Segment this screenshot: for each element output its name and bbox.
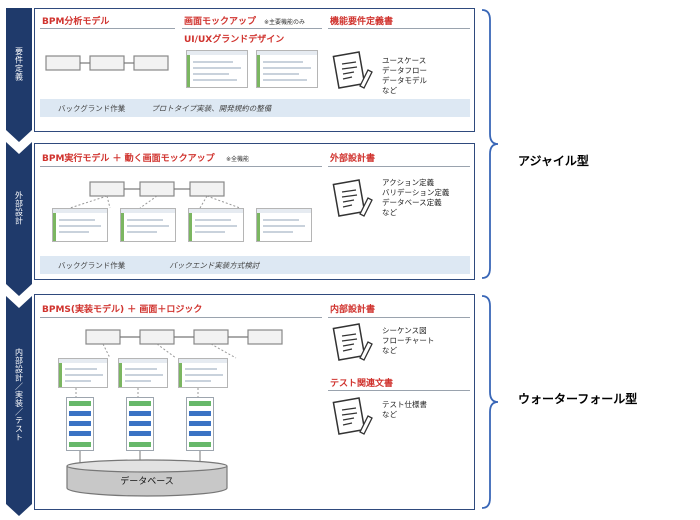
rule [40,28,175,29]
screen-thumbnail [118,358,168,388]
logic-flow-thumbnail [126,397,154,451]
bpm-node [189,181,225,197]
section-title-internal-design: 内部設計書 [330,305,376,315]
rule [328,317,470,318]
bpm-node [247,329,283,345]
rule [40,317,322,318]
screen-thumbnail [256,208,312,242]
section-title-functional-req: 機能要件定義書 [330,17,394,27]
phase-arrow-requirements [6,8,32,142]
phase-arrow-external [6,142,32,296]
bpm-analysis-flow [45,55,169,71]
rule [328,390,470,391]
background-work-band-2: バックグランド作業 バックエンド実装方式検討 [40,256,470,274]
section-title-external-design: 外部設計書 [330,154,376,164]
screen-thumbnail [52,208,108,242]
screen-thumbnail [186,50,248,88]
phase-arrow [6,8,32,516]
screen-thumbnail [188,208,244,242]
doc-contents-external-design: アクション定義 バリデーション定義 データベース定義 など [382,178,450,217]
phase-label-requirements: 要件定義 [14,47,24,81]
bpm-node [45,55,81,71]
rule [328,166,470,167]
doc-contents-functional-req: ユースケース データフロー データモデル など [382,56,427,95]
logic-flow-thumbnail [186,397,214,451]
section-title-bpm-analysis: BPM分析モデル [42,17,110,27]
screen-thumbnail [256,50,318,88]
screen-to-logic-connectors [75,388,199,398]
doc-contents-test-docs: テスト仕様書 など [382,400,427,419]
bpm-node [89,55,125,71]
bpm-execution-flow [69,181,241,209]
section-subtitle-uiux: UI/UXグランドデザイン [184,35,285,45]
rule [328,28,470,29]
band-content: バックエンド実装方式検討 [169,260,260,270]
bpm-node [133,55,169,71]
rule [40,166,322,167]
note-all-functions: ※全機能 [226,156,250,163]
document-icon [332,179,373,217]
logic-flow-thumbnail [66,397,94,451]
approach-label-agile: アジャイル型 [518,154,589,168]
rule [182,28,322,29]
document-icon [332,397,373,435]
bpm-node [139,181,175,197]
doc-contents-internal-design: シーケンス図 フローチャート など [382,326,435,355]
phase-label-external: 外部設計 [14,191,24,225]
band-label: バックグランド作業 [58,103,126,113]
phase-arrow-internal [6,296,32,516]
note-main-functions: ※主要機能のみ [264,19,306,26]
bpms-flow [85,329,283,359]
bpm-node [193,329,229,345]
bpm-node [139,329,175,345]
section-title-screen-mockup: 画面モックアップ [184,17,257,27]
document-icon [332,323,373,361]
screen-thumbnail [120,208,176,242]
bpm-node [89,181,125,197]
phase-label-internal: 内部設計／実装／テスト [14,348,24,442]
approach-label-waterfall: ウォーターフォール型 [518,392,638,406]
screen-thumbnail [178,358,228,388]
section-title-bpms: BPMS(実装モデル) ＋ 画面＋ロジック [42,305,203,315]
database-label: データベース [120,477,174,487]
screen-thumbnail [58,358,108,388]
background-work-band-1: バックグランド作業 プロトタイプ実装、開発規約の整備 [40,99,470,117]
bracket-waterfall [481,295,499,509]
database-icon [66,459,228,497]
bracket-agile [481,9,499,279]
section-title-test-docs: テスト関連文書 [330,379,394,389]
section-title-bpm-execution: BPM実行モデル ＋ 動く画面モックアップ [42,154,215,164]
bpm-node [85,329,121,345]
band-content: プロトタイプ実装、開発規約の整備 [151,103,272,113]
band-label: バックグランド作業 [58,260,126,270]
document-icon [332,51,373,89]
